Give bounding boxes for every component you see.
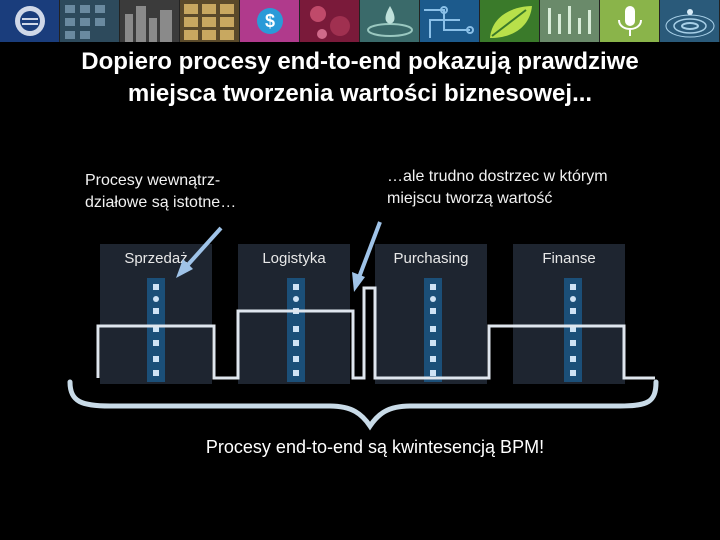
department-panel: Finanse [513, 244, 625, 384]
department-label: Logistyka [262, 250, 326, 267]
arrow-left-icon [183, 226, 223, 270]
page-title: Dopiero procesy end-to-end pokazują praw… [0, 46, 720, 110]
department-panel: Purchasing [375, 244, 487, 384]
binary-icon [540, 0, 600, 42]
department-stripe [424, 278, 442, 382]
ripple-icon [660, 0, 720, 42]
svg-text:$: $ [265, 11, 275, 31]
department-panel: Sprzedaż [100, 244, 212, 384]
curly-brace-icon [67, 379, 659, 431]
department-label: Sprzedaż [124, 250, 188, 267]
department-panel: Logistyka [238, 244, 350, 384]
leaf-icon [480, 0, 540, 42]
note-left: Procesy wewnątrz- działowe są istotne… [85, 170, 236, 214]
note-right-line-2: miejscu tworzą wartość [387, 190, 553, 207]
arrow-right-head-icon [352, 272, 365, 292]
cells-icon [300, 0, 360, 42]
arrow-left-head-icon [176, 259, 193, 278]
arrow-right-icon [356, 221, 382, 281]
title-line-1: Dopiero procesy end-to-end pokazują praw… [81, 48, 639, 75]
note-right-line-1: …ale trudno dostrzec w którym [387, 168, 608, 185]
department-label: Purchasing [393, 250, 469, 267]
title-line-2: miejsca tworzenia wartości biznesowej... [127, 80, 593, 107]
city-icon [120, 0, 180, 42]
department-label: Finanse [542, 250, 596, 267]
circuit-icon [420, 0, 480, 42]
ibm-logo-icon [0, 0, 60, 42]
department-stripe [564, 278, 582, 382]
header-banner: $ [0, 0, 720, 42]
department-stripe [147, 278, 165, 382]
note-left-line-1: Procesy wewnątrz- [85, 172, 221, 189]
photos-icon [180, 0, 240, 42]
microphone-icon [600, 0, 660, 42]
water-drop-icon [360, 0, 420, 42]
dollar-icon: $ [240, 0, 300, 42]
end-to-end-process-line [96, 286, 655, 380]
note-left-line-2: działowe są istotne… [85, 194, 237, 211]
conclusion-text: Procesy end-to-end są kwintesencją BPM! [205, 437, 545, 457]
note-right: …ale trudno dostrzec w którym miejscu tw… [387, 166, 608, 210]
grid-icon [60, 0, 120, 42]
